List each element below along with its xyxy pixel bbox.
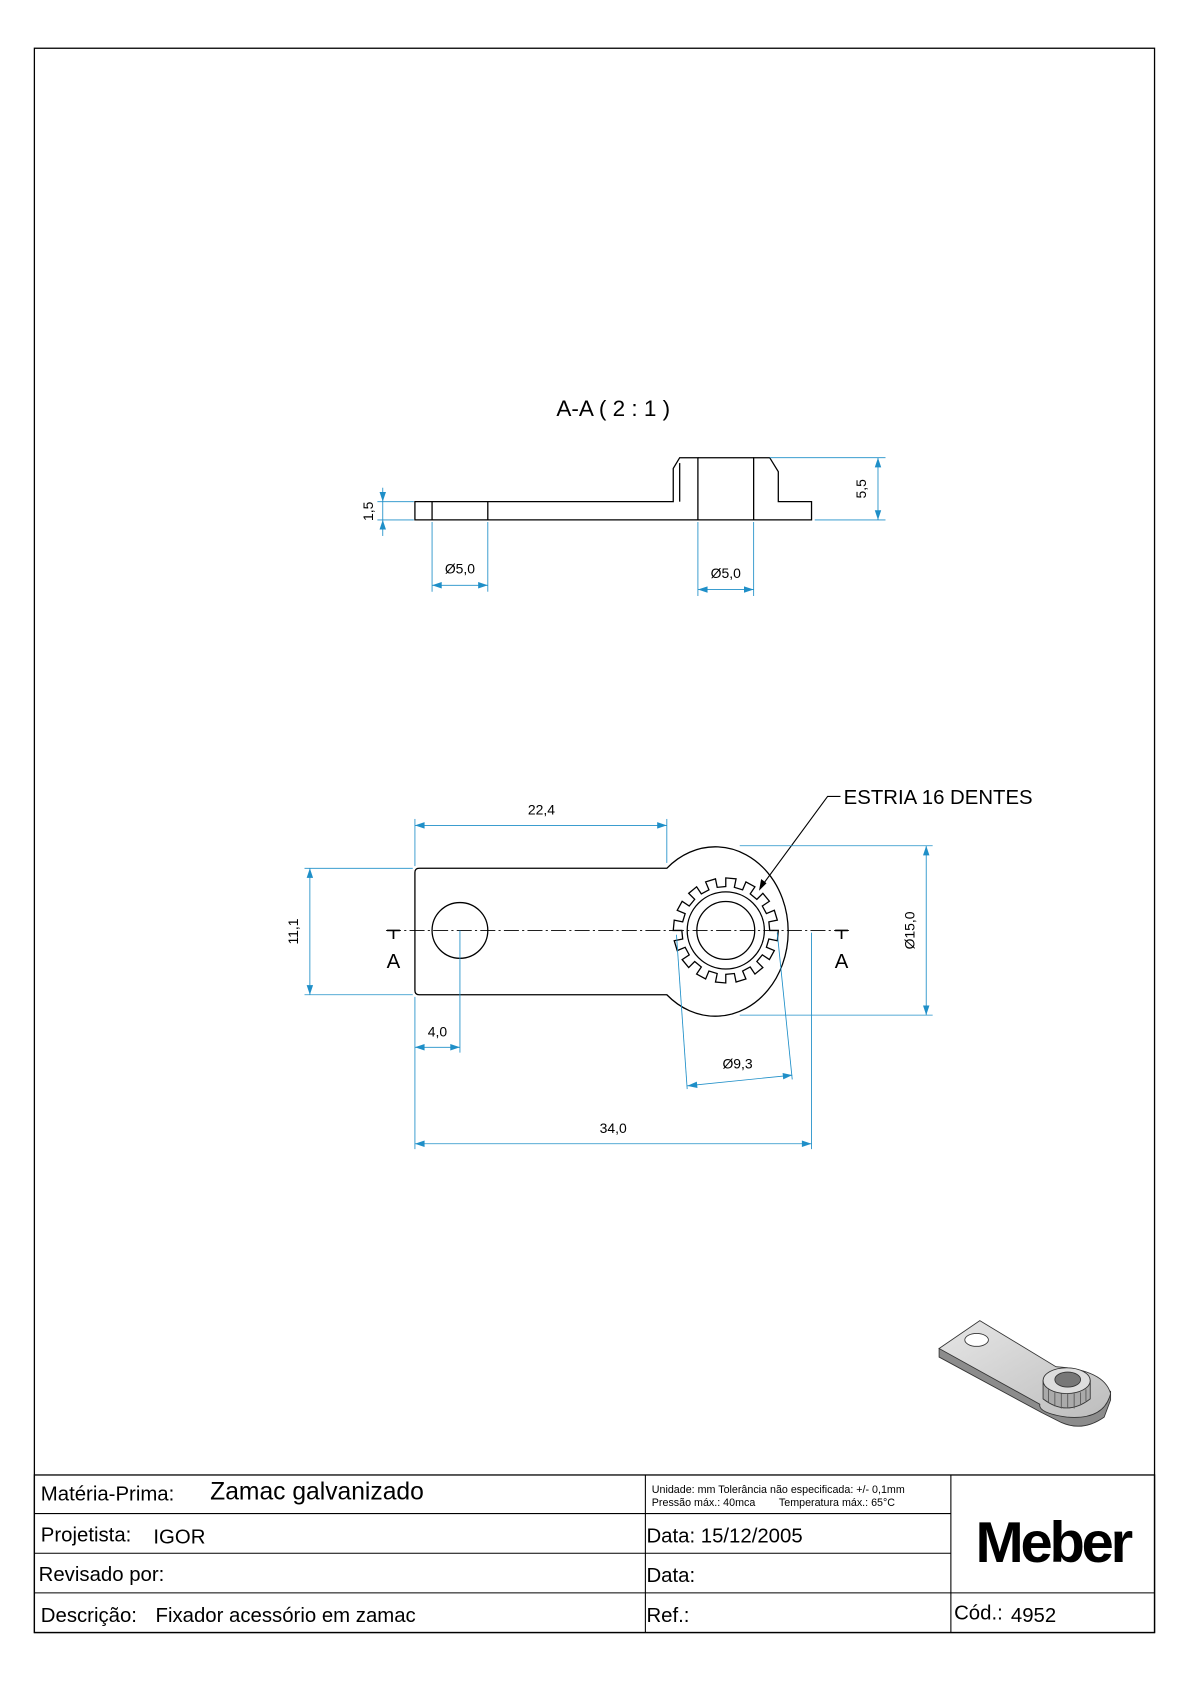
section-boss-right — [753, 457, 813, 521]
projetista-value: IGOR — [153, 1527, 205, 1549]
svg-text:A: A — [835, 951, 849, 973]
svg-text:Ø5,0: Ø5,0 — [711, 565, 741, 581]
materia-value: Zamac galvanizado — [210, 1479, 424, 1506]
svg-text:5,5: 5,5 — [853, 479, 869, 499]
section-mark-right — [835, 929, 848, 940]
descricao-value: Fixador acessório em zamac — [156, 1605, 416, 1627]
dim-height: 5,5 — [769, 457, 886, 521]
part-outline — [414, 846, 789, 1017]
revisado-label: Revisado por: — [39, 1564, 165, 1586]
dim-width: 11,1 — [285, 867, 413, 996]
section-view: A-A ( 2 : 1 ) 1,5 5,5 Ø5,0 — [360, 396, 886, 596]
svg-text:4,0: 4,0 — [428, 1024, 448, 1040]
plan-view: A A ESTRIA 16 DENTES 22,4 11,1 4,0 — [285, 787, 1033, 1150]
svg-text:Ø9,3: Ø9,3 — [722, 1056, 752, 1072]
data-empty: Data: — [646, 1565, 695, 1587]
projetista-label: Projetista: — [41, 1524, 132, 1546]
svg-text:1,5: 1,5 — [360, 501, 376, 521]
dim-hole-offset: 4,0 — [414, 996, 460, 1150]
svg-text:11,1: 11,1 — [285, 918, 301, 944]
isometric-view — [938, 1320, 1112, 1427]
dim-hole-right: Ø5,0 — [697, 522, 755, 596]
spline-note: ESTRIA 16 DENTES — [759, 787, 1033, 891]
section-mark-left — [387, 929, 400, 940]
ref-label: Ref.: — [646, 1605, 689, 1627]
svg-text:Ø5,0: Ø5,0 — [445, 560, 475, 576]
dim-thickness: 1,5 — [360, 487, 414, 536]
svg-text:A: A — [387, 951, 401, 973]
svg-text:34,0: 34,0 — [600, 1120, 627, 1136]
dim-length: 34,0 — [414, 932, 812, 1150]
svg-text:ESTRIA 16 DENTES: ESTRIA 16 DENTES — [844, 787, 1033, 809]
dim-22-4: 22,4 — [414, 802, 668, 867]
svg-text:22,4: 22,4 — [528, 802, 555, 818]
notes-line2: Pressão máx.: 40mca Temperatura máx.: 65… — [652, 1497, 895, 1509]
data-date: Data: 15/12/2005 — [646, 1526, 802, 1548]
dim-hole-left: Ø5,0 — [431, 522, 489, 592]
section-body-left — [414, 501, 433, 521]
svg-text:Ø15,0: Ø15,0 — [901, 911, 917, 949]
descricao-label: Descrição: — [41, 1605, 137, 1627]
section-title: A-A ( 2 : 1 ) — [556, 396, 670, 421]
meber-logo: Meber — [976, 1511, 1133, 1575]
cod-label: Cód.: — [954, 1603, 1003, 1625]
materia-label: Matéria-Prima: — [41, 1484, 175, 1506]
dim-spline: Ø9,3 — [676, 932, 793, 1090]
cod-value: 4952 — [1011, 1605, 1056, 1627]
title-block: Matéria-Prima: Zamac galvanizado Unidade… — [33, 1474, 1156, 1634]
section-body-main — [487, 457, 699, 521]
notes-line1: Unidade: mm Tolerância não especificada:… — [652, 1484, 905, 1496]
sheet-border — [33, 47, 1156, 1634]
dim-diameter: Ø15,0 — [739, 845, 933, 1016]
